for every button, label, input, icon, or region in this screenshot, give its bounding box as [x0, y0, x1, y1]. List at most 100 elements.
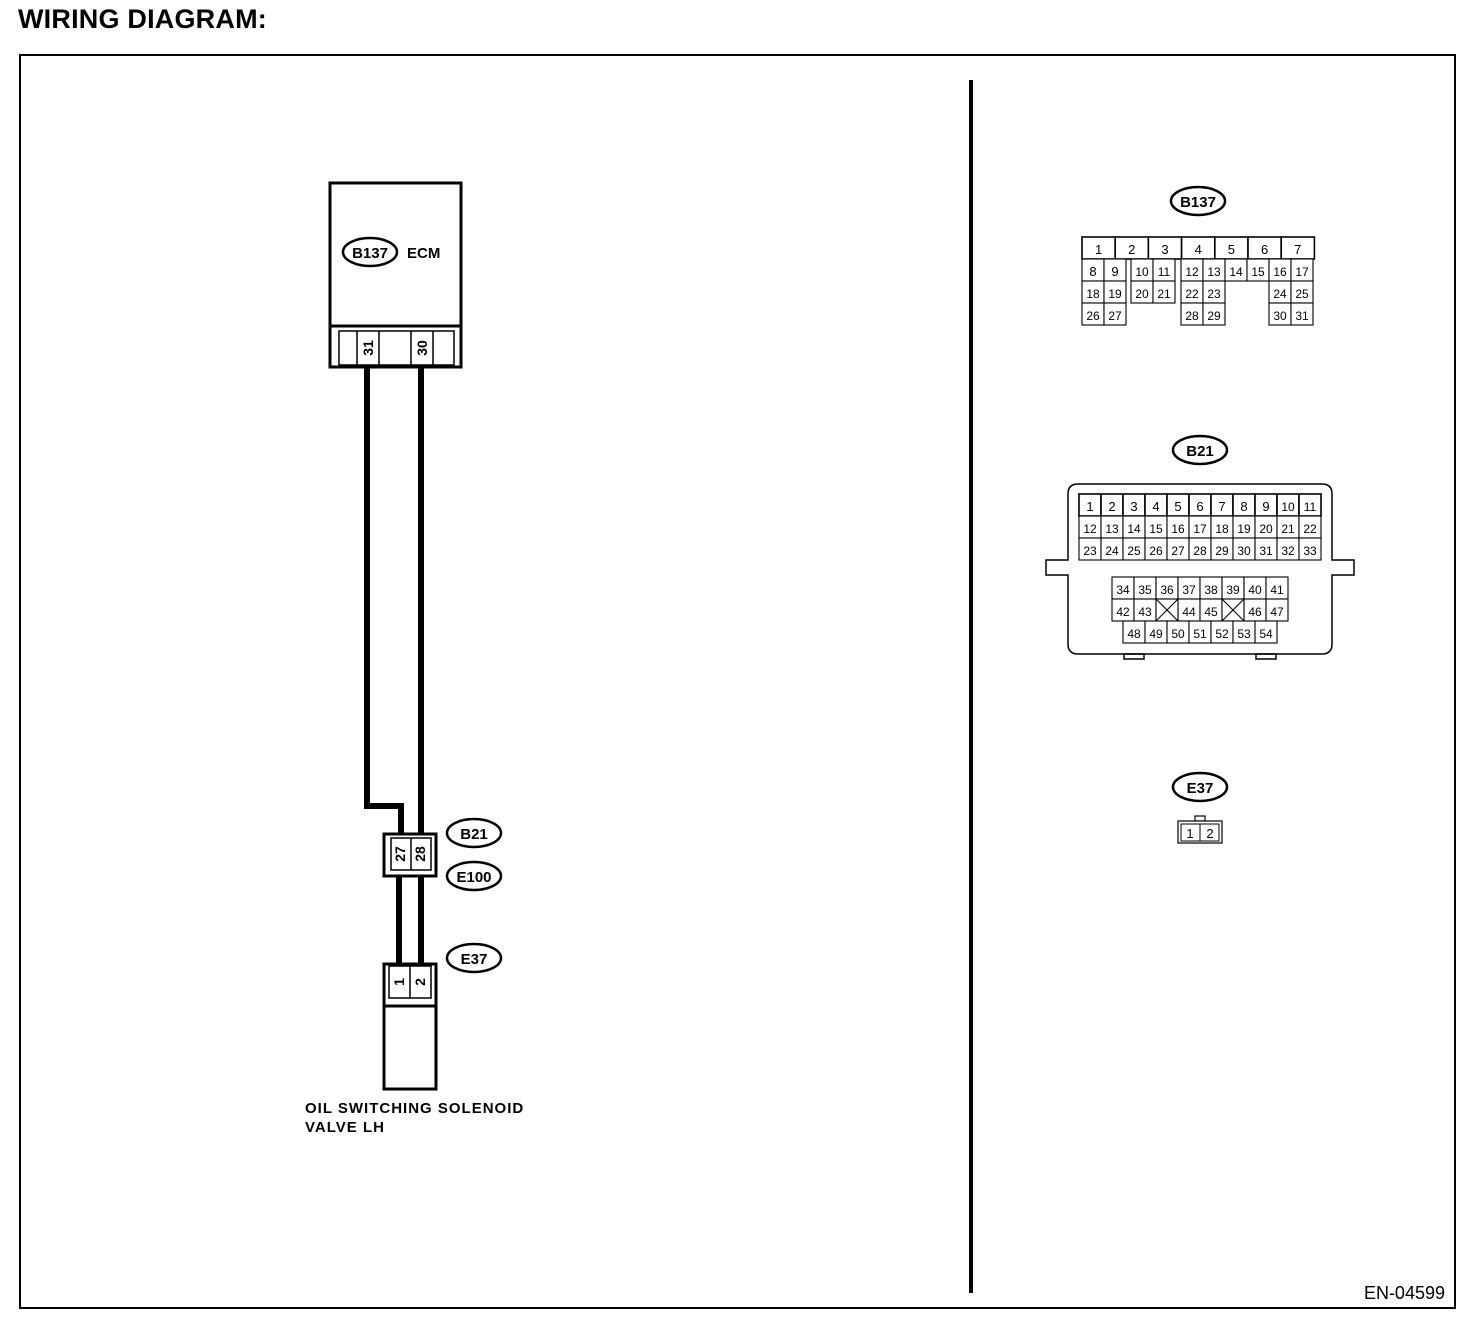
e100-badge	[445, 860, 503, 892]
pin-number: 27	[1108, 309, 1122, 323]
blank-cavity-cross	[1221, 598, 1245, 622]
pin-number: 19	[1237, 522, 1251, 536]
pin-number: 7	[1294, 242, 1301, 257]
pin-number: 13	[1207, 265, 1221, 279]
pin-number: 16	[1273, 265, 1287, 279]
pin-number: 14	[1127, 522, 1141, 536]
pin-number: 33	[1303, 544, 1317, 558]
pin-number: 31	[1259, 544, 1273, 558]
pin-number: 36	[1160, 583, 1174, 597]
pin-number: 51	[1193, 627, 1207, 641]
pin-cell	[1298, 537, 1322, 561]
pin-cell	[1290, 302, 1314, 326]
pin-number: 44	[1182, 605, 1196, 619]
e37-view-label: E37	[1187, 780, 1214, 797]
pin-number: 17	[1295, 265, 1309, 279]
pin-number: 22	[1185, 287, 1199, 301]
b137-view-badge	[1169, 185, 1227, 217]
pin-number: 25	[1295, 287, 1309, 301]
pin-cell	[1152, 280, 1176, 304]
pin-number: 29	[1207, 309, 1221, 323]
b21-badge-label: B21	[460, 826, 488, 843]
junction-pin-27: 27	[392, 846, 408, 862]
ecm-connector-badge	[341, 236, 399, 268]
b21-connector-housing	[1045, 483, 1355, 660]
b137-view-label: B137	[1180, 194, 1216, 211]
pin-number: 34	[1116, 583, 1130, 597]
pin-number: 2	[1128, 242, 1135, 257]
pin-number: 6	[1196, 499, 1203, 514]
pin-number: 26	[1086, 309, 1100, 323]
pin-number: 22	[1303, 522, 1317, 536]
pin-number: 26	[1149, 544, 1163, 558]
pin-number: 20	[1259, 522, 1273, 536]
pin-number: 31	[1295, 309, 1309, 323]
pin-number: 29	[1215, 544, 1229, 558]
pin-number: 32	[1281, 544, 1295, 558]
e37-view-pin-1: 1	[1186, 826, 1193, 841]
e37-connector-face: 1 2	[1177, 815, 1223, 844]
e37-badge	[445, 942, 503, 974]
pin-number: 10	[1281, 500, 1295, 514]
pin-number: 47	[1270, 605, 1284, 619]
pin-number: 35	[1138, 583, 1152, 597]
pin-number: 41	[1270, 583, 1284, 597]
ecm-label: ECM	[407, 245, 440, 262]
pin-number: 12	[1083, 522, 1097, 536]
pin-number: 2	[1108, 499, 1115, 514]
ecm-connector	[328, 324, 463, 369]
solenoid-label-line2: VALVE LH	[305, 1119, 385, 1136]
pin-number: 30	[1237, 544, 1251, 558]
pin-number: 4	[1195, 242, 1202, 257]
pin-number: 3	[1130, 499, 1137, 514]
pin-number: 5	[1228, 242, 1235, 257]
pin-number: 46	[1248, 605, 1262, 619]
e37-badge-label: E37	[461, 951, 488, 968]
pin-number: 24	[1105, 544, 1119, 558]
pin-number: 20	[1135, 287, 1149, 301]
ecm-unit: B137 ECM 31 30	[328, 181, 463, 369]
ecm-connector-label: B137	[352, 245, 388, 262]
pin-number: 23	[1083, 544, 1097, 558]
b21-badge	[445, 817, 503, 849]
pin-number: 16	[1171, 522, 1185, 536]
pin-number: 6	[1261, 242, 1268, 257]
solenoid-label-line1: OIL SWITCHING SOLENOID	[305, 1100, 524, 1117]
pin-number: 45	[1204, 605, 1218, 619]
pin-number: 38	[1204, 583, 1218, 597]
pin-number: 53	[1237, 627, 1251, 641]
pin-number: 23	[1207, 287, 1221, 301]
solenoid-body	[382, 1004, 438, 1091]
b21-view-badge	[1171, 434, 1229, 466]
junction-pin-28: 28	[412, 846, 428, 862]
pin-number: 27	[1171, 544, 1185, 558]
ecm-pin-30: 30	[414, 340, 430, 356]
pin-number: 15	[1149, 522, 1163, 536]
pin-number: 8	[1089, 264, 1096, 279]
pin-number: 19	[1108, 287, 1122, 301]
solenoid-pin-2: 2	[412, 978, 428, 986]
pin-number: 54	[1259, 627, 1273, 641]
pin-number: 3	[1161, 242, 1168, 257]
pin-number: 8	[1240, 499, 1247, 514]
b21-view-label: B21	[1186, 443, 1214, 460]
solenoid-unit: 1 2	[382, 962, 438, 1091]
ecm-pin-31: 31	[360, 340, 376, 356]
pin-number: 48	[1127, 627, 1141, 641]
pin-number: 10	[1135, 265, 1149, 279]
pin-number: 17	[1193, 522, 1207, 536]
pin-number: 14	[1229, 265, 1243, 279]
pin-cell	[1254, 620, 1278, 644]
pin-number: 9	[1111, 264, 1118, 279]
pin-number: 4	[1152, 499, 1159, 514]
pin-number: 1	[1086, 499, 1093, 514]
pin-number: 42	[1116, 605, 1130, 619]
page-title: WIRING DIAGRAM:	[18, 4, 267, 34]
pin-number: 18	[1086, 287, 1100, 301]
pin-number: 21	[1281, 522, 1295, 536]
pin-number: 12	[1185, 265, 1199, 279]
pin-number: 13	[1105, 522, 1119, 536]
